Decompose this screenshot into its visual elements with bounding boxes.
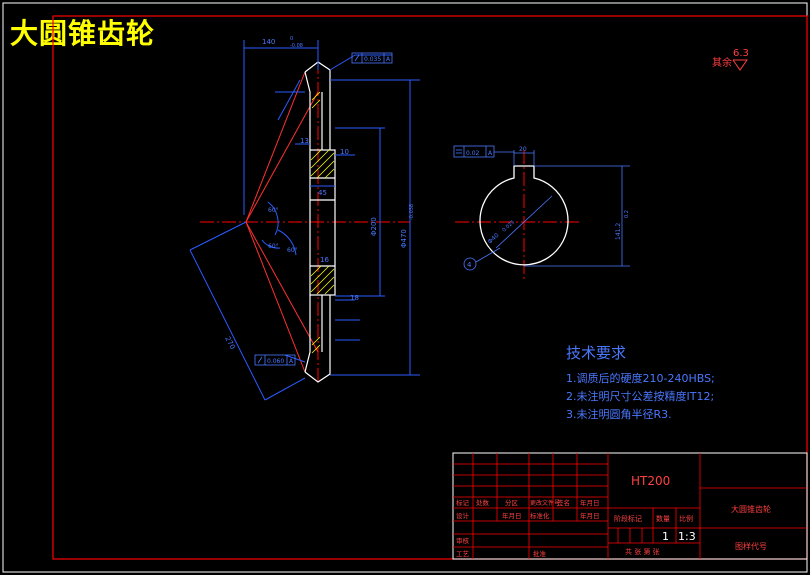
runout-bottom-value: 0.060 [267, 358, 284, 365]
drawing-title: 大圆锥齿轮 [10, 17, 156, 50]
dim-top-width: 140 [262, 38, 275, 46]
section-hatching [310, 91, 335, 354]
symmetry-value: 0.02 [466, 150, 480, 157]
surface-finish-label: 其余 [712, 56, 732, 69]
tb-row-mark: 标记 [456, 498, 470, 507]
tb-row-sign: 签名 [557, 498, 570, 507]
tb-review: 审核 [456, 536, 470, 545]
pitch-cone-upper [245, 91, 319, 223]
dimension-lines [189, 40, 420, 401]
tb-approve: 批准 [533, 549, 547, 558]
angle-60-b: 60° [268, 243, 279, 250]
bore-with-keyway [479, 165, 569, 266]
tech-requirements: 技术要求 1.调质后的硬度210-240HBS; 2.未注明尺寸公差按精度IT1… [566, 344, 715, 421]
tb-row-zone: 分区 [505, 498, 519, 507]
material-label: HT200 [631, 474, 670, 488]
pitch-cone-lower [245, 221, 319, 353]
surface-finish-value: 6.3 [733, 48, 749, 59]
balloon-4-label: 4 [467, 261, 472, 269]
gear-outline [304, 61, 336, 383]
runout-top-datum: A [386, 56, 391, 63]
sheet-label: 共 张 第 张 [625, 547, 660, 556]
dim-18: 18 [350, 294, 359, 302]
dim-top-width-tol-lower: -0.08 [290, 43, 303, 49]
stage-label: 阶段标记 [614, 514, 642, 523]
dim-top-width-tol-upper: 0 [290, 36, 293, 42]
drawing-no-label: 图样代号 [735, 541, 767, 551]
angle-60-a: 60° [268, 207, 279, 214]
tb-standard-date: 年月日 [580, 511, 600, 520]
angle-60-c: 60° [287, 247, 298, 254]
dim-16: 16 [320, 256, 329, 264]
tech-req-heading: 技术要求 [566, 344, 626, 362]
tb-process: 工艺 [456, 550, 470, 558]
dim-keyway-depth: 141.2 [615, 223, 622, 240]
dim-hole-diam: Φ40 [487, 232, 501, 246]
runout-bottom-datum: A [289, 358, 294, 365]
dim-45: 45 [318, 189, 327, 197]
tb-row-count: 处数 [476, 498, 490, 507]
hub-section-view: 4 20 Φ40 0.025 141.2 0.2 0.02 A [453, 145, 630, 280]
face-cone-lower [245, 221, 306, 373]
runout-top-value: 0.035 [364, 56, 381, 63]
quantity-label: 数量 [656, 514, 670, 523]
surface-finish-symbol: 其余 6.3 [712, 48, 749, 71]
balloon-4 [463, 257, 477, 271]
quantity-value: 1 [662, 530, 669, 543]
tb-standard: 标准化 [530, 511, 550, 520]
dim-outer-diam-tol: -0.038 [409, 204, 415, 220]
face-cone-upper [245, 71, 306, 223]
dim-keyway-depth-tol: 0.2 [624, 210, 630, 218]
tech-req-item-2: 2.未注明尺寸公差按精度IT12; [566, 389, 714, 403]
tb-row-date: 年月日 [580, 498, 600, 507]
dim-outer-diam: Φ470 [400, 229, 408, 248]
inner-border [52, 15, 808, 560]
tech-req-item-1: 1.调质后的硬度210-240HBS; [566, 371, 715, 385]
title-block: HT200 大圆锥齿轮 图样代号 阶段标记 数量 比例 1 1:3 共 张 第 … [452, 452, 808, 560]
scale-label: 比例 [679, 514, 693, 523]
tb-row-change: 更改文件号 [530, 499, 560, 507]
dim-cone-distance: 270 [223, 335, 236, 351]
tb-design: 设计 [456, 511, 470, 520]
runout-frame-top: 0.035 A [351, 52, 393, 64]
runout-frame-bottom: 0.060 A [254, 354, 296, 366]
dim-bore-diam: Φ200 [370, 217, 378, 236]
dim-10: 10 [340, 148, 349, 156]
tb-design-date: 年月日 [502, 511, 522, 520]
dim-face-13: 13 [300, 137, 309, 145]
symmetry-frame [453, 145, 495, 158]
dim-keyway-width: 20 [519, 146, 527, 153]
scale-value: 1:3 [678, 530, 696, 543]
part-name-label: 大圆锥齿轮 [731, 504, 771, 514]
symmetry-datum: A [488, 150, 493, 157]
tech-req-item-3: 3.未注明圆角半径R3. [566, 407, 672, 421]
